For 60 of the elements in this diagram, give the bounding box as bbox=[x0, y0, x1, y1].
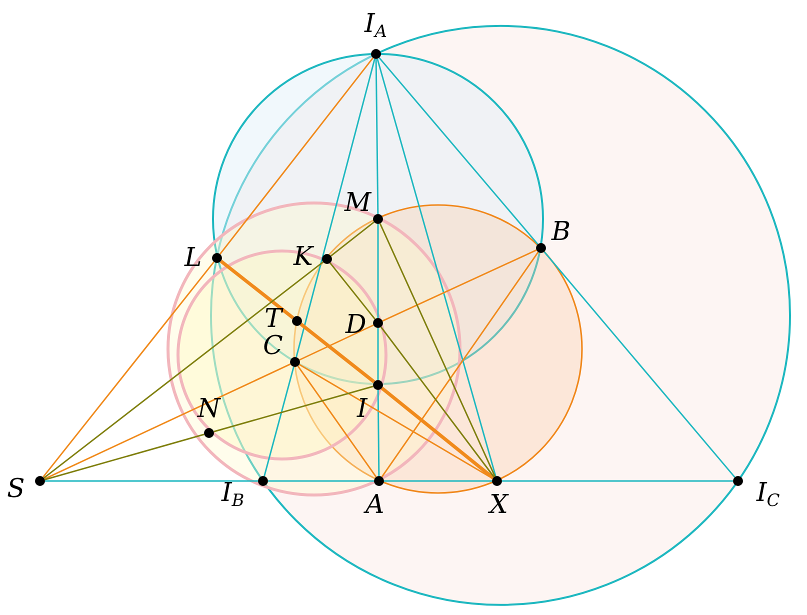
line-segment bbox=[379, 223, 496, 477]
line-segment bbox=[299, 324, 374, 361]
point bbox=[374, 476, 384, 486]
line-segment bbox=[377, 390, 380, 476]
point bbox=[35, 476, 45, 486]
line-segment bbox=[45, 480, 258, 482]
point-label: K bbox=[294, 244, 313, 270]
line-segment bbox=[382, 249, 537, 322]
line-segment bbox=[44, 363, 291, 480]
line-segment bbox=[42, 261, 214, 478]
point bbox=[292, 316, 302, 326]
line-segment bbox=[264, 366, 294, 476]
line-segment bbox=[378, 57, 538, 245]
point bbox=[373, 318, 383, 328]
point bbox=[373, 380, 383, 390]
line-segment bbox=[214, 386, 374, 432]
line-segment bbox=[297, 366, 377, 478]
line-segment bbox=[380, 326, 495, 478]
line-segment bbox=[380, 386, 494, 480]
point-label: L bbox=[184, 245, 202, 271]
point bbox=[536, 243, 546, 253]
point bbox=[371, 49, 381, 59]
line-segment bbox=[44, 261, 324, 479]
line-segment bbox=[544, 251, 736, 478]
point bbox=[258, 476, 268, 486]
line-segment bbox=[220, 260, 294, 320]
line-segment bbox=[268, 480, 374, 482]
point-label: B bbox=[552, 219, 571, 245]
line-segment bbox=[44, 434, 204, 480]
line-segment bbox=[330, 262, 376, 320]
point-label: I$_{C}$ bbox=[756, 480, 780, 510]
point bbox=[204, 428, 214, 438]
line-segment bbox=[377, 328, 379, 380]
point bbox=[733, 476, 743, 486]
line-segment bbox=[300, 322, 376, 384]
point-label: I bbox=[357, 396, 368, 422]
point-label: T bbox=[264, 306, 282, 332]
line-segment bbox=[296, 58, 376, 358]
point-label: I$_{B}$ bbox=[222, 480, 244, 510]
point-label: D bbox=[346, 312, 366, 338]
point bbox=[212, 253, 222, 263]
point bbox=[290, 357, 300, 367]
point-label: N bbox=[198, 396, 220, 422]
line-segment bbox=[376, 58, 496, 476]
point-label: S bbox=[7, 476, 25, 502]
line-segment bbox=[375, 59, 379, 214]
point bbox=[322, 254, 332, 264]
point bbox=[373, 214, 383, 224]
point bbox=[492, 476, 502, 486]
line-segment bbox=[330, 222, 375, 256]
point-label: X bbox=[490, 492, 508, 518]
line-segment bbox=[502, 480, 733, 482]
line-segment bbox=[381, 252, 539, 478]
line-segment bbox=[384, 480, 492, 482]
point-label: M bbox=[344, 190, 372, 216]
line-segment bbox=[219, 57, 374, 255]
point-label: C bbox=[263, 333, 283, 359]
line-segment bbox=[377, 224, 379, 318]
point-label: A bbox=[366, 492, 384, 518]
point-label: I$_{A}$ bbox=[364, 11, 388, 41]
